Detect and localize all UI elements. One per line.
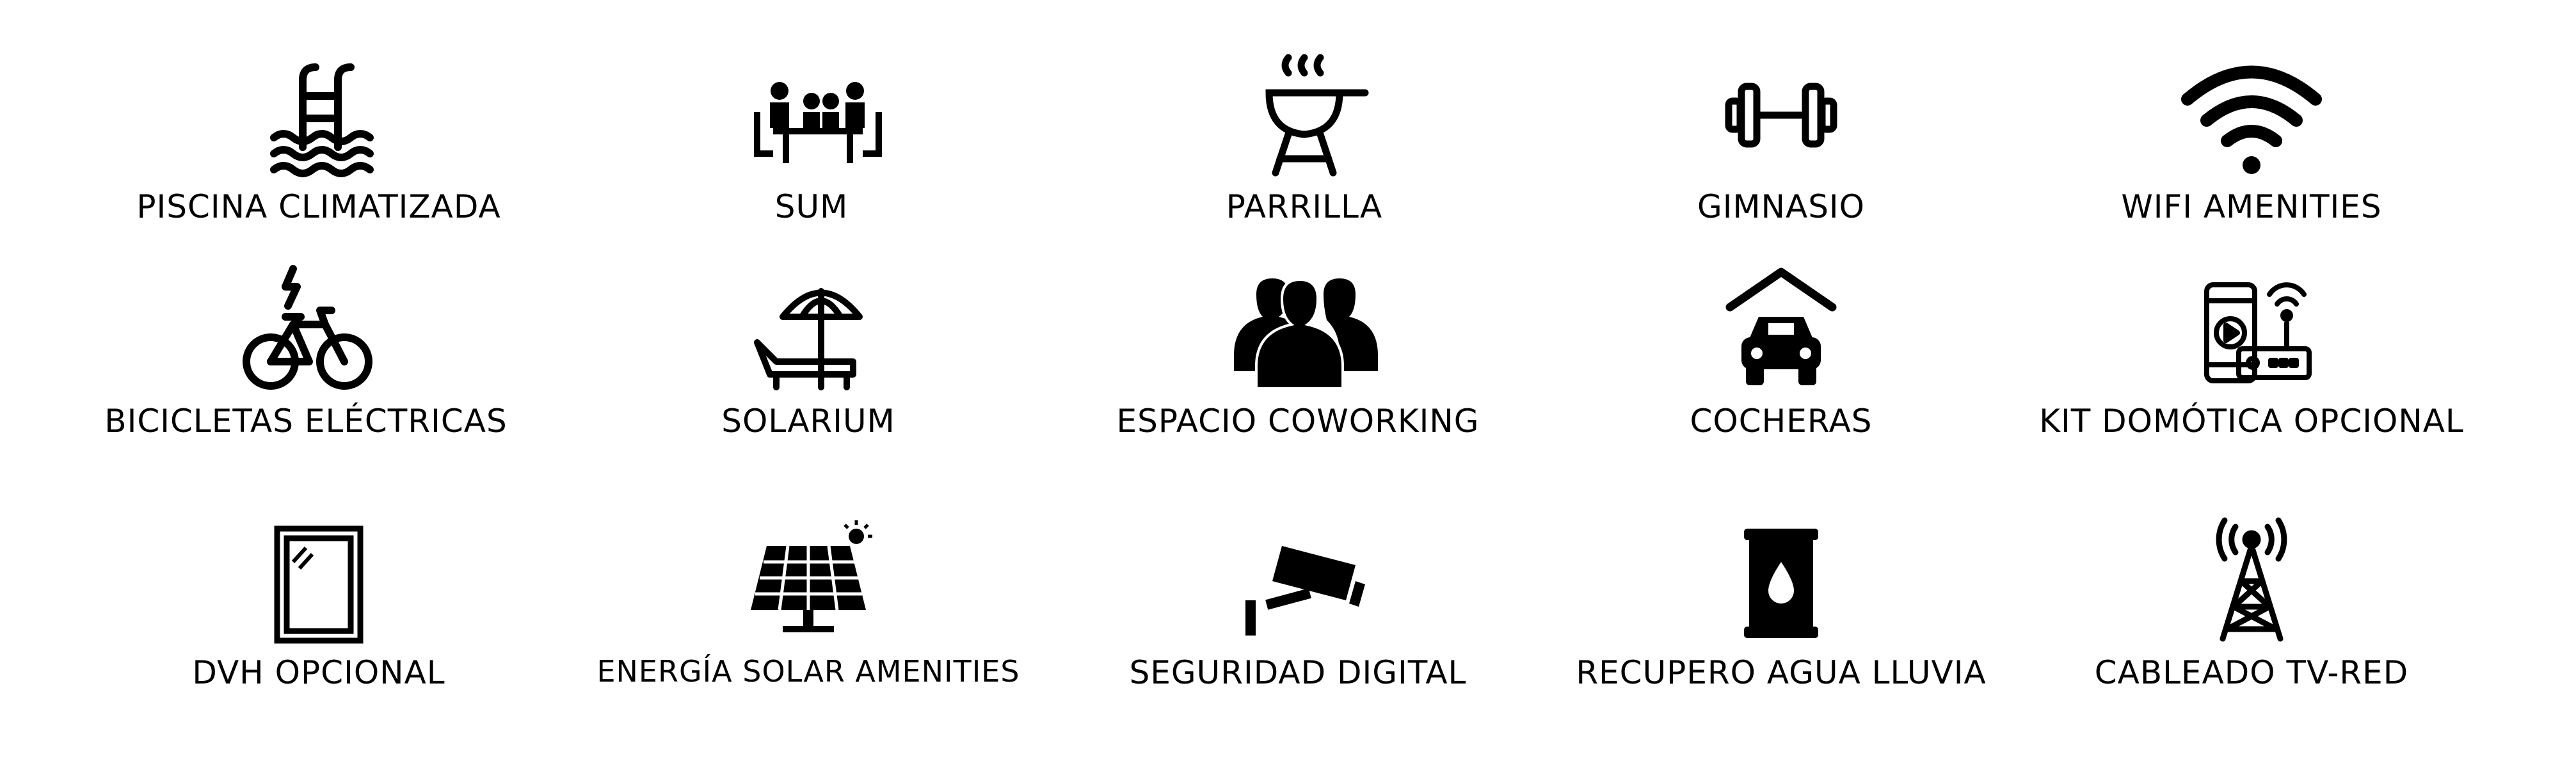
meeting-table-icon — [728, 51, 895, 179]
amenity-coworking: ESPACIO COWORKING — [1055, 266, 1541, 483]
amenity-gym: GIMNASIO — [1538, 51, 2024, 269]
amenity-rainwater: RECUPERO AGUA LLUVIA — [1538, 517, 2024, 735]
amenity-solarium: SOLARIUM — [565, 266, 1052, 483]
amenity-digital-security: SEGURIDAD DIGITAL — [1055, 517, 1541, 735]
amenity-cabling: CABLEADO TV-RED — [2008, 517, 2495, 735]
solar-panel-icon — [725, 517, 892, 645]
amenity-label: GIMNASIO — [1697, 188, 1866, 225]
amenity-label: DVH OPCIONAL — [192, 654, 445, 691]
amenity-label: CABLEADO TV-RED — [2094, 654, 2409, 691]
dumbbell-icon — [1698, 51, 1864, 179]
amenity-dvh: DVH OPCIONAL — [76, 517, 562, 735]
smart-home-kit-icon — [2168, 266, 2335, 394]
amenity-label: ENERGÍA SOLAR AMENITIES — [596, 654, 1020, 689]
amenity-label: SEGURIDAD DIGITAL — [1129, 654, 1467, 691]
antenna-tower-icon — [2168, 517, 2335, 645]
amenity-pool: PISCINA CLIMATIZADA — [76, 51, 562, 269]
amenity-garage: COCHERAS — [1538, 266, 2024, 483]
amenity-wifi: WIFI AMENITIES — [2008, 51, 2495, 269]
amenity-label: RECUPERO AGUA LLUVIA — [1576, 654, 1987, 691]
amenity-label: KIT DOMÓTICA OPCIONAL — [2039, 403, 2464, 440]
amenity-label: SOLARIUM — [721, 403, 895, 440]
amenity-grill: PARRILLA — [1061, 51, 1548, 269]
beach-umbrella-icon — [725, 266, 892, 394]
amenity-label: PISCINA CLIMATIZADA — [136, 188, 501, 225]
amenity-label: BICICLETAS ELÉCTRICAS — [104, 403, 508, 440]
amenity-label: COCHERAS — [1690, 403, 1873, 440]
garage-car-icon — [1698, 266, 1864, 394]
people-group-icon — [1215, 266, 1381, 394]
grill-icon — [1221, 51, 1388, 179]
amenity-solar-energy: ENERGÍA SOLAR AMENITIES — [565, 517, 1052, 735]
electric-bike-icon — [223, 265, 389, 394]
pool-icon — [236, 51, 402, 179]
amenity-label: PARRILLA — [1226, 188, 1383, 225]
amenity-label: SUM — [774, 188, 849, 225]
water-barrel-icon — [1698, 517, 1864, 645]
amenity-label: WIFI AMENITIES — [2121, 188, 2382, 225]
wifi-icon — [2168, 51, 2335, 179]
amenity-sum: SUM — [568, 51, 1055, 269]
security-camera-icon — [1215, 517, 1381, 645]
amenity-label: ESPACIO COWORKING — [1116, 403, 1480, 440]
window-icon — [236, 517, 402, 645]
amenity-electric-bikes: BICICLETAS ELÉCTRICAS — [63, 265, 549, 483]
amenity-smart-home: KIT DOMÓTICA OPCIONAL — [2008, 266, 2495, 483]
